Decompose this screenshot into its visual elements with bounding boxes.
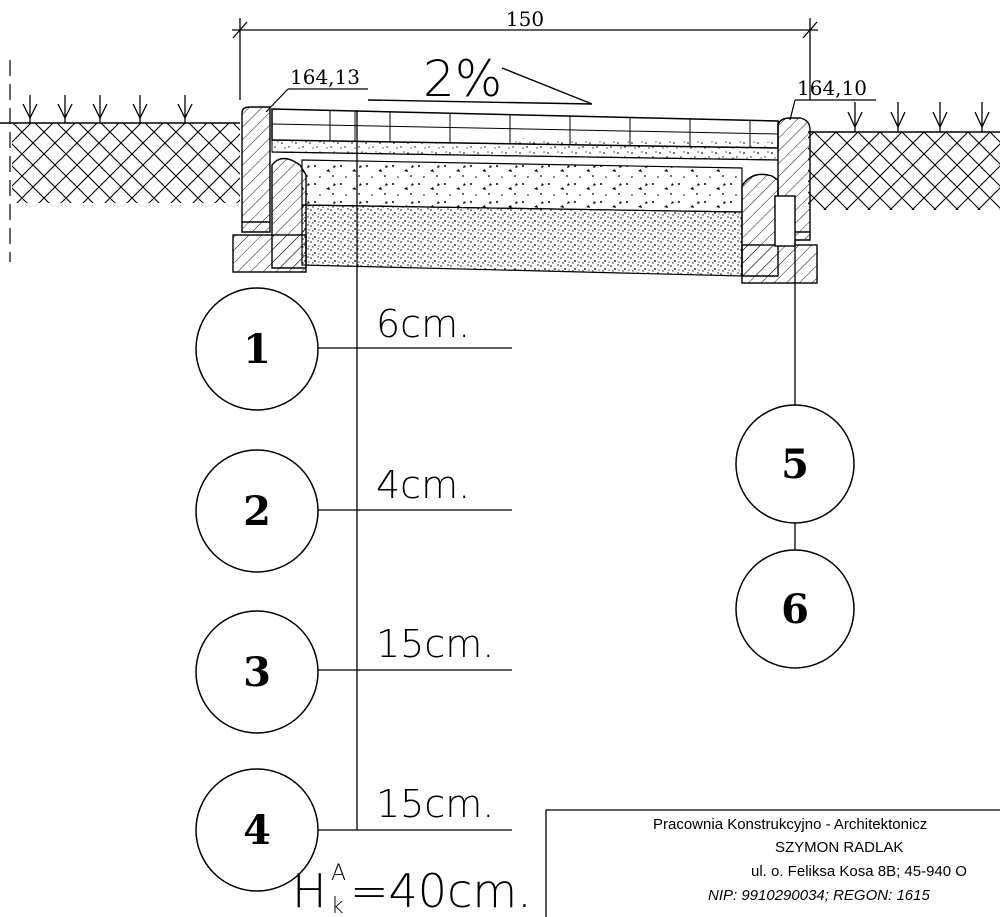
layer-4-base [301,204,743,277]
title-block-line-4: NIP: 9910290034; REGON: 1615 [708,887,930,904]
total-height-label: H A k =40cm. [292,861,532,917]
callout-layer-4: 4 [195,768,319,892]
callout-2-number: 2 [243,488,271,535]
total-height-sub: k [331,894,344,917]
total-height-h: H [292,864,327,917]
ground-right [808,102,1000,210]
layer-4-thickness: 15cm. [376,782,494,826]
callout-layer-3: 3 [195,610,319,734]
dimension-width-label: 150 [506,7,544,31]
level-right-label: 164,10 [797,76,867,100]
callout-layer-2: 2 [195,449,319,573]
ground-arrows-left [22,95,193,123]
callout-curb-6: 6 [735,549,855,669]
ground-arrows-right [847,102,990,132]
ground-left [0,60,240,262]
callout-1-number: 1 [243,326,271,373]
level-left-label: 164,13 [290,65,360,89]
dimension-width [232,18,818,100]
title-block-line-2: SZYMON RADLAK [775,839,903,856]
callout-5-number: 5 [781,441,809,488]
title-block: Pracownia Konstrukcyjno - Architektonicz… [545,809,1000,917]
pavement-layers [271,108,779,277]
level-marker-right [789,99,876,121]
layer-3-thickness: 15cm. [376,622,494,666]
callout-4-number: 4 [243,807,271,854]
title-block-line-1: Pracownia Konstrukcyjno - Architektonicz [653,816,927,833]
total-height-sup: A [331,861,346,886]
callout-3-number: 3 [243,649,271,696]
layer-1-thickness: 6cm. [376,302,470,346]
curb-right [741,117,818,284]
layer-3-subbase [301,159,743,213]
callout-6-number: 6 [781,586,809,633]
leader-lines [318,110,796,831]
slope-indicator [367,67,593,105]
layer-2-thickness: 4cm. [376,463,470,507]
level-marker-left [265,88,368,113]
callout-curb-5: 5 [735,404,855,524]
curb-left [232,106,307,273]
title-block-line-3: ul. o. Feliksa Kosa 8B; 45-940 O [751,863,967,880]
slope-label: 2% [423,50,502,108]
total-height-value: =40cm. [350,864,532,917]
callout-layer-1: 1 [195,287,319,411]
